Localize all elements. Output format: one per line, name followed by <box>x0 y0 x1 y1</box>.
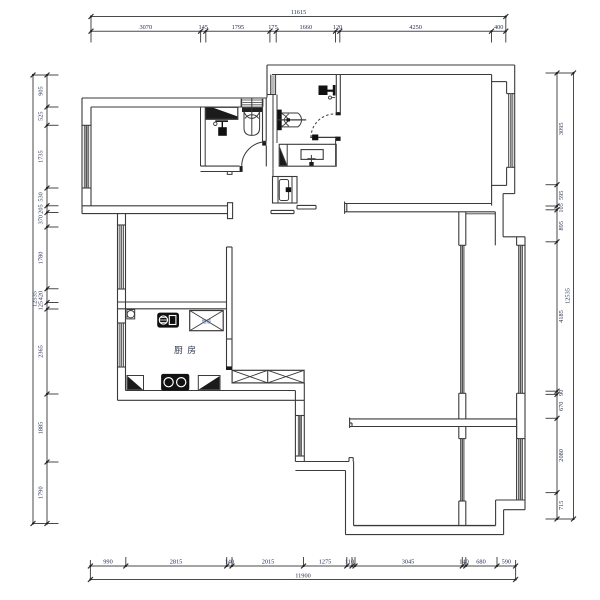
svg-text:1735: 1735 <box>38 150 45 163</box>
svg-text:90: 90 <box>558 390 565 396</box>
svg-text:590: 590 <box>502 559 511 566</box>
svg-text:1790: 1790 <box>38 486 45 499</box>
svg-text:11900: 11900 <box>295 573 311 580</box>
svg-text:125: 125 <box>38 301 45 310</box>
svg-text:715: 715 <box>558 501 565 510</box>
svg-text:1780: 1780 <box>38 252 45 265</box>
svg-text:595: 595 <box>558 191 565 200</box>
svg-text:2015: 2015 <box>262 559 275 566</box>
svg-text:140: 140 <box>459 559 468 566</box>
svg-text:905: 905 <box>38 86 45 95</box>
svg-text:厨 房: 厨 房 <box>174 344 196 355</box>
svg-text:175: 175 <box>268 24 277 31</box>
svg-text:120: 120 <box>333 24 342 31</box>
svg-text:3095: 3095 <box>558 123 565 136</box>
svg-text:11615: 11615 <box>291 9 307 16</box>
svg-text:3070: 3070 <box>140 24 153 31</box>
svg-text:420: 420 <box>38 291 45 300</box>
svg-text:105: 105 <box>558 203 565 212</box>
svg-text:12535: 12535 <box>32 291 39 307</box>
svg-text:1660: 1660 <box>300 24 313 31</box>
svg-text:110: 110 <box>345 559 354 566</box>
svg-text:2080: 2080 <box>558 449 565 462</box>
svg-text:525: 525 <box>38 111 45 120</box>
svg-text:370: 370 <box>38 215 45 224</box>
svg-text:4250: 4250 <box>409 24 422 31</box>
svg-text:990: 990 <box>103 559 112 566</box>
svg-text:2365: 2365 <box>38 345 45 358</box>
svg-text:12535: 12535 <box>565 288 572 304</box>
svg-text:140: 140 <box>225 559 234 566</box>
svg-text:1795: 1795 <box>232 24 245 31</box>
svg-text:1275: 1275 <box>319 559 332 566</box>
svg-text:2815: 2815 <box>170 559 183 566</box>
svg-text:670: 670 <box>558 402 565 411</box>
svg-text:烟道: 烟道 <box>202 318 212 325</box>
svg-text:3045: 3045 <box>402 559 415 566</box>
svg-text:4185: 4185 <box>558 310 565 323</box>
svg-text:680: 680 <box>476 559 485 566</box>
svg-text:205: 205 <box>38 204 45 213</box>
svg-text:400: 400 <box>494 24 503 31</box>
svg-text:530: 530 <box>38 192 45 201</box>
svg-text:1885: 1885 <box>38 422 45 435</box>
svg-text:895: 895 <box>558 221 565 230</box>
svg-text:145: 145 <box>198 24 207 31</box>
